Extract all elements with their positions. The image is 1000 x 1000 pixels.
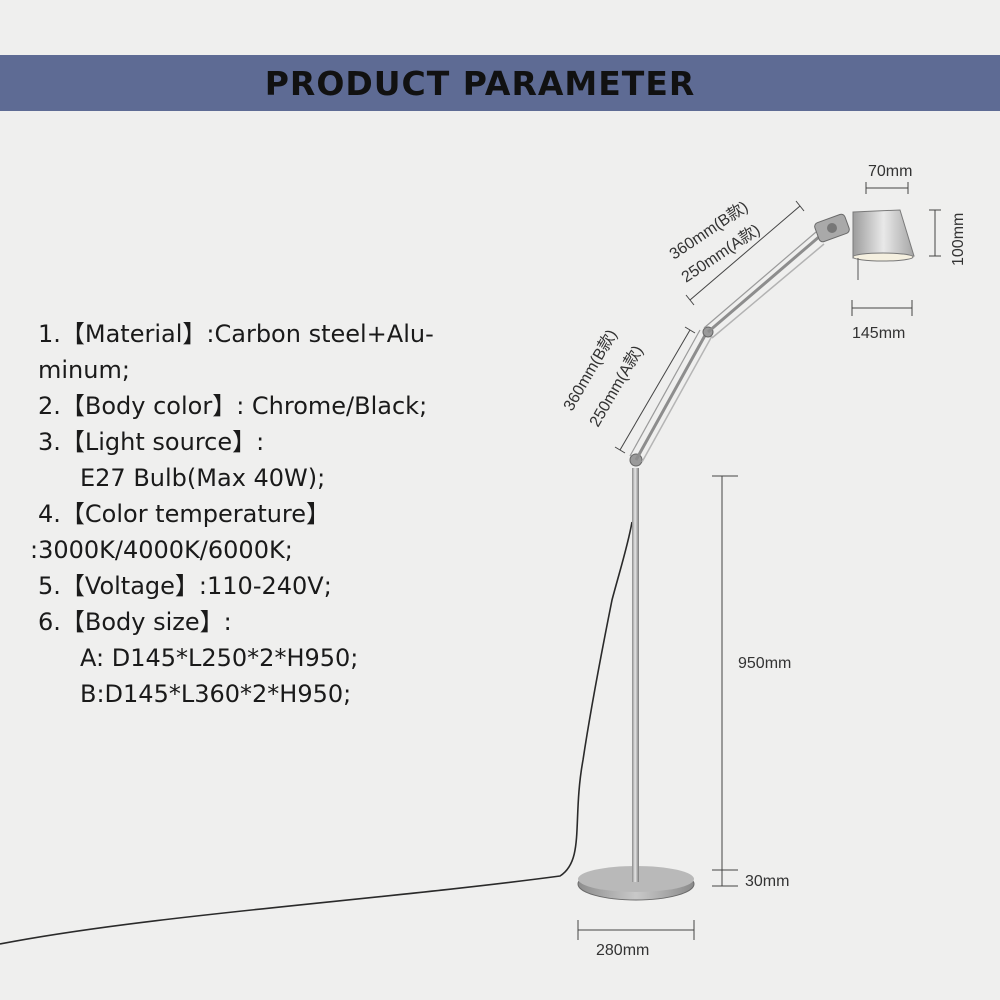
dim-shade-diameter-label: 145mm — [852, 325, 905, 342]
param-color-temperature-value: :3000K/4000K/6000K; — [30, 536, 293, 564]
dim-pole-height-label: 950mm — [738, 655, 791, 672]
dim-base-diameter — [577, 920, 695, 940]
param-material: 1.【Material】:Carbon steel+Alu- — [38, 320, 434, 348]
param-body-size: 6.【Body size】: — [38, 608, 232, 636]
param-body-size-b: B:D145*L360*2*H950; — [80, 680, 352, 708]
banner-title: PRODUCT PARAMETER — [264, 63, 696, 103]
dim-shade-height-label: 100mm — [950, 213, 967, 266]
title-banner: PRODUCT PARAMETER — [0, 55, 1000, 111]
param-body-color: 2.【Body color】: Chrome/Black; — [38, 392, 428, 420]
dim-shade-diameter — [851, 300, 913, 316]
param-body-size-a: A: D145*L250*2*H950; — [80, 644, 359, 672]
param-color-temperature: 4.【Color temperature】 — [38, 500, 331, 528]
upper-arm — [707, 234, 821, 334]
lamp-pole — [632, 468, 639, 882]
param-light-source: 3.【Light source】: — [38, 428, 265, 456]
dim-base-height-label: 30mm — [745, 873, 789, 890]
power-cable — [0, 521, 633, 945]
dim-lower-arm — [614, 326, 696, 454]
dim-base-diameter-label: 280mm — [596, 942, 649, 959]
dim-pole-height — [712, 475, 738, 871]
dim-shade-top — [865, 182, 909, 194]
param-voltage: 5.【Voltage】:110-240V; — [38, 572, 332, 600]
lamp-shade-opening — [852, 252, 914, 262]
lamp-shade — [852, 209, 915, 259]
dim-upper-arm — [685, 200, 805, 306]
param-material-cont: minum; — [38, 356, 130, 384]
dim-shade-height — [929, 209, 941, 257]
parameter-list: 1.【Material】:Carbon steel+Alu- minum; 2.… — [30, 316, 538, 712]
dim-base-height — [712, 870, 738, 887]
dim-shade-top-label: 70mm — [868, 163, 912, 180]
param-light-source-value: E27 Bulb(Max 40W); — [80, 464, 326, 492]
lower-arm — [634, 329, 710, 461]
